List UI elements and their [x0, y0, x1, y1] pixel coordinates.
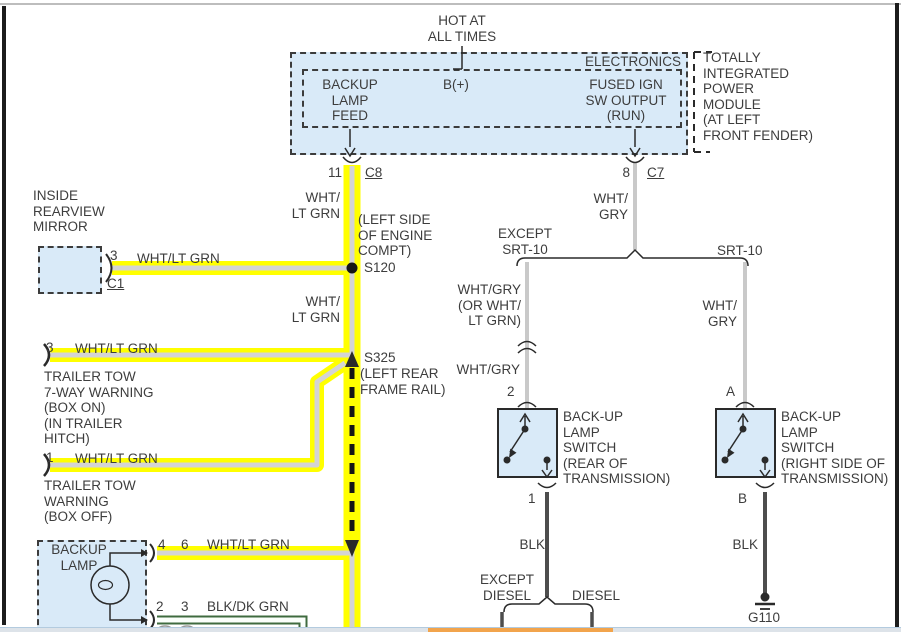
lamp-top-connector [149, 543, 155, 563]
lamp-pin-3-label: 3 [181, 599, 189, 614]
wht-gry-or-label: WHT/GRY (OR WHT/ LT GRN) [457, 282, 522, 328]
black-wires [500, 492, 767, 627]
except-diesel-label: EXCEPT DIESEL [479, 572, 534, 603]
backup-lamp-switch-right-box [715, 408, 776, 478]
switch-left-icon [503, 412, 553, 479]
switch-left-pin-1-label: 1 [528, 491, 536, 506]
switch-left-label: BACK-UP LAMP SWITCH (REAR OF TRANSMISSIO… [563, 409, 671, 486]
mirror-wire-label: WHT/LT GRN [137, 251, 220, 266]
switch-left-bottom-connector [537, 482, 557, 489]
c8-connector [342, 156, 362, 164]
electronics-label: ELECTRONICS [584, 54, 681, 69]
b-plus-label: B(+) [443, 77, 469, 92]
backup-lamp-feed-label: BACKUP LAMP FEED [322, 77, 378, 123]
hot-feed-line [453, 46, 463, 70]
wht-ltgrn-mid-label: WHT/ LT GRN [291, 294, 340, 325]
down-arrow [345, 540, 359, 557]
wht-gry-c7-label: WHT/ GRY [593, 191, 629, 222]
switch-left-pin-2-label: 2 [507, 384, 515, 399]
dashed-wire-section [345, 351, 359, 557]
blk-left-label: BLK [519, 537, 545, 552]
connector-c7-label: C7 [647, 165, 665, 180]
trailer1-pin-label: 1 [46, 450, 54, 465]
diesel-split-brace [503, 596, 594, 613]
hot-at-label: HOT AT ALL TIMES [427, 13, 497, 44]
srt10-split-brace [516, 248, 749, 267]
yellow-wire-cores [50, 166, 355, 630]
trailer1-warning-label: TRAILER TOW WARNING (BOX OFF) [44, 478, 136, 524]
wht-gry-right-label: WHT/ GRY [702, 298, 738, 329]
bottom-edge-orange-segment [428, 628, 613, 632]
switch-left-top-connector [517, 401, 537, 408]
trailer1-wire-label: WHT/LT GRN [75, 451, 158, 466]
c7-exit-arrow [629, 129, 641, 158]
pin-11-label: 11 [327, 165, 342, 180]
c7-connector [625, 156, 645, 164]
s120-splice-dot [346, 262, 358, 274]
gray-wires [525, 162, 747, 408]
except-srt10-label: EXCEPT SRT-10 [497, 226, 552, 257]
ground-symbol [755, 592, 775, 610]
line-art [43, 46, 775, 630]
trailer7-wire-label: WHT/LT GRN [75, 341, 158, 356]
fused-ign-label: FUSED IGN SW OUTPUT (RUN) [585, 77, 667, 123]
mirror-pin-3-label: 3 [110, 248, 118, 263]
diesel-label: DIESEL [572, 588, 621, 603]
wht-gry-left-label: WHT/GRY [456, 362, 521, 377]
frame-top-line [0, 3, 901, 5]
tipm-bracket [693, 51, 712, 153]
backup-lamp-label: BACKUP LAMP [51, 542, 107, 573]
tipm-module-label: TOTALLY INTEGRATED POWER MODULE (AT LEFT… [703, 50, 813, 143]
switch-right-pin-a-label: A [726, 384, 736, 399]
rearview-mirror-box [38, 246, 102, 294]
switch-right-top-connector [735, 401, 755, 408]
switch-right-bottom-connector [755, 482, 775, 489]
blk-right-label: BLK [732, 537, 758, 552]
tipm-inner-box [302, 69, 682, 128]
frame-left-border [2, 6, 6, 625]
switch-right-label: BACK-UP LAMP SWITCH (RIGHT SIDE OF TRANS… [781, 409, 889, 486]
g110-label: G110 [748, 610, 781, 625]
switch-right-pin-b-label: B [738, 491, 748, 506]
lamp-pin-6-label: 6 [181, 537, 189, 552]
inline-connector-arcs [517, 340, 537, 354]
frame-right-border [895, 3, 899, 632]
s325-label: S325 [364, 350, 396, 365]
trailer7-connector [43, 343, 51, 367]
trailer7-pin-label: 3 [46, 340, 54, 355]
c1-connector [105, 253, 113, 283]
lamp-pin-2-label: 2 [156, 599, 164, 614]
trailer7-warning-label: TRAILER TOW 7-WAY WARNING (BOX ON) (IN T… [44, 369, 154, 446]
rearview-mirror-label: INSIDE REARVIEW MIRROR [33, 188, 105, 234]
connector-c8-label: C8 [365, 165, 383, 180]
trailer1-connector [43, 453, 51, 477]
s325-up-arrow [345, 351, 359, 367]
lamp-wire-top-label: WHT/LT GRN [207, 537, 290, 552]
backup-lamp-switch-left-box [497, 408, 558, 478]
c8-exit-arrow [344, 129, 356, 158]
connector-c1-label: C1 [107, 276, 125, 291]
s325-location-label: (LEFT REAR FRAME RAIL) [360, 366, 446, 397]
wht-ltgrn-upper-label: WHT/ LT GRN [291, 190, 340, 221]
s120-label: S120 [364, 260, 396, 275]
switch-right-icon [721, 412, 771, 479]
srt10-label: SRT-10 [717, 243, 763, 258]
s120-location-label: (LEFT SIDE OF ENGINE COMPT) [358, 212, 433, 258]
pin-8-label: 8 [622, 165, 630, 180]
lamp-pin-4-label: 4 [158, 537, 166, 552]
lamp-icon [90, 549, 148, 624]
lamp-wire-bottom-label: BLK/DK GRN [207, 599, 289, 614]
